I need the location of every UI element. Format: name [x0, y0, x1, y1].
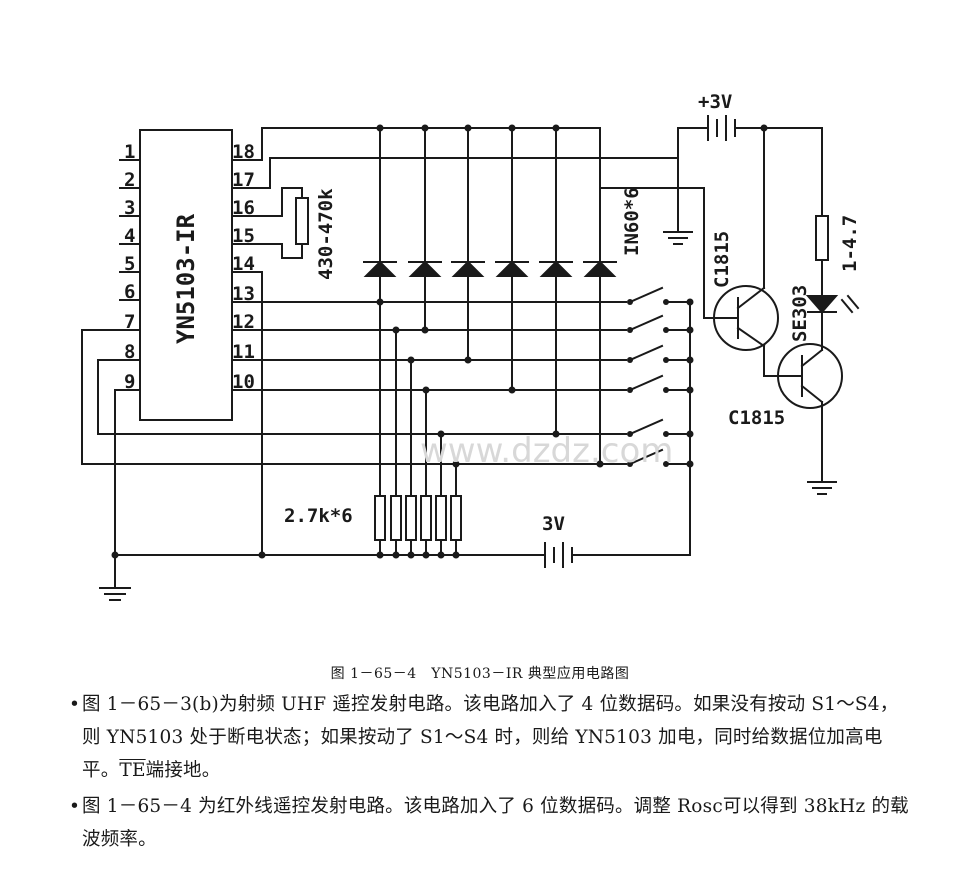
paragraph-2-text: 图 1－65－4 为红外线遥控发射电路。该电路加入了 6 位数据码。调整 Ros… [82, 796, 909, 850]
pin-label-13: 13 [232, 283, 255, 305]
bullet: • [69, 796, 81, 817]
pin-label-7: 7 [124, 311, 135, 333]
pin-label-14: 14 [232, 253, 255, 275]
pin-label-17: 17 [232, 169, 255, 191]
pin-label-6: 6 [124, 281, 135, 303]
paragraph-2: • 图 1－65－4 为红外线遥控发射电路。该电路加入了 6 位数据码。调整 R… [69, 790, 912, 856]
pin-label-18: 18 [232, 141, 255, 163]
ic-right-pins [231, 159, 271, 391]
pin-label-8: 8 [124, 341, 135, 363]
diode-array [363, 127, 617, 465]
ic-left-pins [114, 159, 141, 391]
led-label: SE303 [789, 285, 811, 342]
figure-caption: 图 1－65－4 YN5103－IR 典型应用电路图 [330, 666, 630, 682]
resistor-osc-label: 430-470k [315, 188, 337, 280]
pin-label-15: 15 [232, 225, 255, 247]
te-overline-text: TE [119, 760, 146, 781]
pin-label-5: 5 [124, 253, 135, 275]
resistor-array-label: 2.7k*6 [284, 505, 353, 527]
pin-label-3: 3 [124, 197, 135, 219]
ic-label: YN5103-IR [172, 213, 200, 344]
pin-label-16: 16 [232, 197, 255, 219]
battery-top-label: +3V [698, 91, 732, 113]
paragraph-1: • 图 1－65－3(b)为射频 UHF 遥控发射电路。该电路加入了 4 位数据… [69, 688, 912, 787]
circuit-schematic: www.dzdz.com 1 2 3 4 5 6 7 8 9 18 17 16 … [81, 91, 861, 601]
resistor-led-label: 1-4.7 [839, 215, 861, 272]
diode-label: IN60*6 [621, 187, 643, 256]
switch-array [628, 286, 691, 556]
pin-label-9: 9 [124, 371, 135, 393]
transistor-2-label: C1815 [728, 407, 785, 429]
resistor-array [374, 301, 462, 556]
pin-label-10: 10 [232, 371, 255, 393]
transistor-1-label: C1815 [711, 231, 733, 288]
paragraph-1-tail: 端接地。 [145, 760, 221, 781]
battery-main-label: 3V [542, 513, 565, 535]
ic-body [139, 129, 233, 421]
pin-label-2: 2 [124, 169, 135, 191]
pin-label-12: 12 [232, 311, 255, 333]
pin-label-4: 4 [124, 225, 135, 247]
paragraph-1-text: 图 1－65－3(b)为射频 UHF 遥控发射电路。该电路加入了 4 位数据码。… [82, 694, 899, 781]
junction-dots [111, 124, 768, 559]
bullet: • [69, 694, 81, 715]
pin-label-1: 1 [124, 141, 135, 163]
watermark: www.dzdz.com [420, 431, 673, 471]
pin-label-11: 11 [232, 341, 255, 363]
